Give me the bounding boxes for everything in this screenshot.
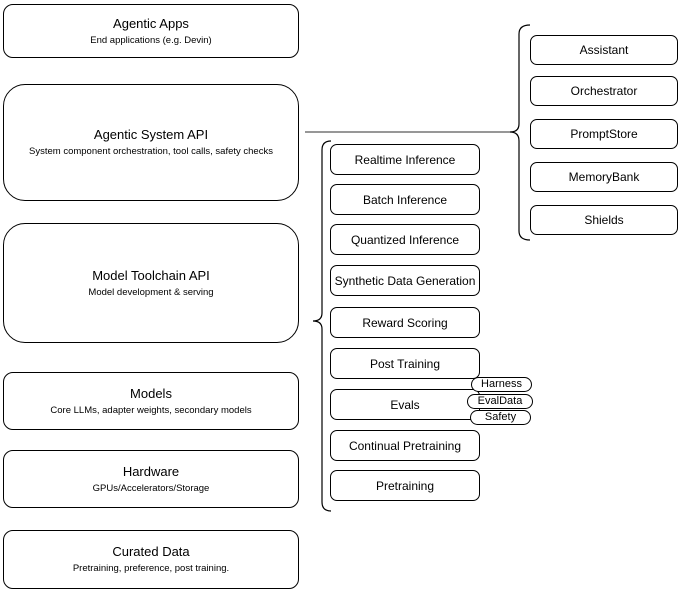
layer-subtitle: GPUs/Accelerators/Storage [92,482,210,494]
layer-title: Models [130,385,172,401]
eval-tag-safety: Safety [470,410,531,425]
layer-agentic-system-api: Agentic System API System component orch… [3,84,299,201]
layer-title: Hardware [122,463,180,479]
toolchain-item-synthetic-data-generation: Synthetic Data Generation [330,265,480,296]
toolchain-item-label: Synthetic Data Generation [334,273,476,288]
layer-title: Agentic Apps [113,15,189,31]
component-assistant: Assistant [530,35,678,65]
toolchain-item-reward-scoring: Reward Scoring [330,307,480,338]
component-label: Shields [584,213,624,227]
toolchain-item-continual-pretraining: Continual Pretraining [330,430,480,461]
layer-title: Model Toolchain API [92,267,210,283]
layer-title: Agentic System API [93,127,209,142]
layer-model-toolchain-api: Model Toolchain API Model development & … [3,223,299,343]
toolchain-item-label: Quantized Inference [350,232,460,247]
eval-tag-label: Harness [481,378,522,390]
system-components-brace [509,24,531,241]
eval-tag-harness: Harness [471,377,532,392]
eval-tag-label: EvalData [477,395,523,407]
toolchain-item-batch-inference: Batch Inference [330,184,480,215]
toolchain-item-label: Evals [390,397,420,412]
component-label: PromptStore [570,127,638,141]
layer-subtitle: Model development & serving [88,286,214,298]
toolchain-item-label: Continual Pretraining [348,438,462,453]
component-label: MemoryBank [568,170,640,184]
component-memorybank: MemoryBank [530,162,678,192]
toolchain-item-label: Reward Scoring [362,315,448,330]
component-label: Orchestrator [570,84,638,98]
toolchain-brace [312,140,332,512]
layer-title: Curated Data [112,544,190,559]
toolchain-item-post-training: Post Training [330,348,480,379]
component-label: Assistant [579,43,629,57]
toolchain-item-label: Post Training [369,356,441,371]
component-shields: Shields [530,205,678,235]
layer-agentic-apps: Agentic Apps End applications (e.g. Devi… [3,4,299,58]
layer-subtitle: Core LLMs, adapter weights, secondary mo… [50,404,252,416]
layer-subtitle: Pretraining, preference, post training. [72,563,230,574]
eval-tag-evaldata: EvalData [467,394,533,409]
layer-subtitle: System component orchestration, tool cal… [29,146,273,157]
layer-subtitle: End applications (e.g. Devin) [90,34,212,46]
toolchain-item-quantized-inference: Quantized Inference [330,224,480,255]
layer-curated-data: Curated Data Pretraining, preference, po… [3,530,299,589]
component-orchestrator: Orchestrator [530,76,678,106]
toolchain-item-label: Batch Inference [362,192,448,207]
toolchain-item-evals: Evals [330,389,480,420]
layer-models: Models Core LLMs, adapter weights, secon… [3,372,299,430]
layer-hardware: Hardware GPUs/Accelerators/Storage [3,450,299,508]
toolchain-item-label: Pretraining [375,478,435,493]
component-promptstore: PromptStore [530,119,678,149]
eval-tag-label: Safety [484,411,517,423]
toolchain-item-label: Realtime Inference [354,152,456,167]
toolchain-item-pretraining: Pretraining [330,470,480,501]
toolchain-item-realtime-inference: Realtime Inference [330,144,480,175]
